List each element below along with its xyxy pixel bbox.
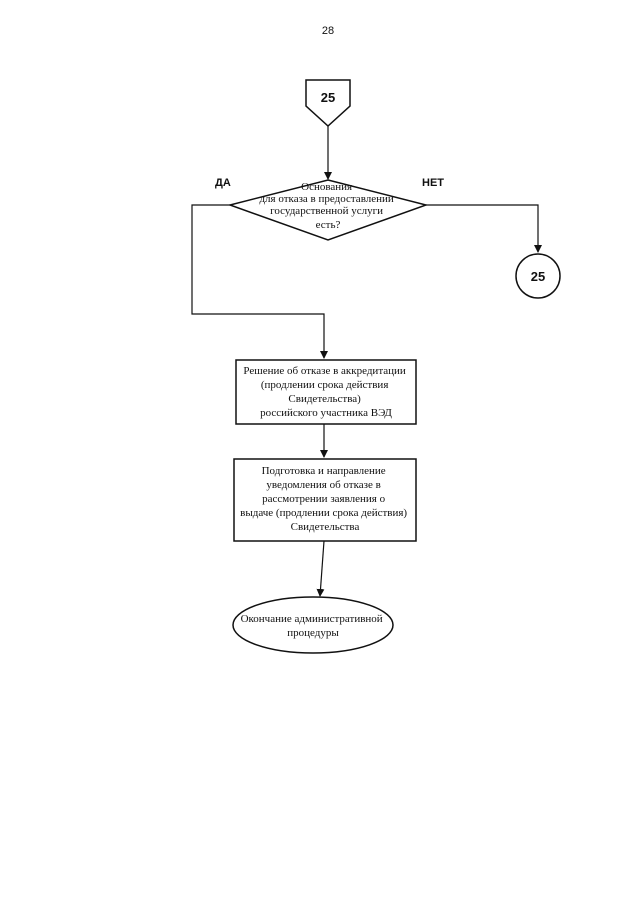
no-label: НЕТ — [422, 177, 444, 189]
notice-box-line-4: выдаче (продлении срока действия) — [240, 507, 407, 519]
outgoing-connector: 25 — [515, 253, 561, 299]
notice-preparation-box: Подготовка и направление уведомления об … — [233, 458, 417, 542]
notice-box-line-5: Свидетельства — [291, 521, 360, 533]
decision-line-3: государственной услуги — [270, 205, 383, 217]
refusal-decision-box: Решение об отказе в аккредитации (продле… — [235, 359, 417, 425]
outgoing-connector-label: 25 — [531, 269, 545, 284]
end-node-line-1: Окончание административной — [241, 613, 383, 625]
refusal-box-line-3: Свидетельства) — [288, 393, 361, 405]
arrow-yes-branch — [191, 204, 328, 359]
end-procedure-node: Окончание административной процедуры — [232, 596, 394, 654]
refusal-box-line-1: Решение об отказе в аккредитации — [243, 365, 405, 377]
decision-line-1: Основания — [301, 181, 352, 193]
notice-box-line-3: рассмотрении заявления о — [262, 493, 385, 505]
page-number: 28 — [322, 25, 334, 37]
decision-line-2: для отказа в предоставлении — [259, 193, 393, 205]
svg-text:Решение об отказе в аккредитац: Решение об отказе в аккредитации (продле… — [243, 365, 408, 419]
decision-diamond: Основания для отказа в предоставлении го… — [227, 179, 429, 241]
svg-text:Окончание административной: Окончание административной процедуры — [241, 613, 386, 639]
refusal-box-line-2: (продлении срока действия — [261, 379, 389, 391]
svg-text:Основания для отказа в п: Основания для отказа в предоставлении го… — [259, 181, 396, 231]
arrow-notice-to-end — [316, 540, 325, 597]
end-node-line-2: процедуры — [287, 627, 339, 639]
notice-box-line-1: Подготовка и направление — [262, 465, 386, 477]
decision-line-4: есть? — [316, 219, 341, 231]
arrow-no-branch — [426, 204, 542, 253]
refusal-box-line-4: российского участника ВЭД — [260, 407, 392, 419]
incoming-connector: 25 — [305, 79, 351, 128]
svg-text:Подготовка и направление: Подготовка и направление уведомления об … — [240, 465, 410, 533]
incoming-connector-label: 25 — [321, 90, 335, 105]
notice-box-line-2: уведомления об отказе в — [266, 479, 380, 491]
yes-label: ДА — [215, 177, 231, 189]
